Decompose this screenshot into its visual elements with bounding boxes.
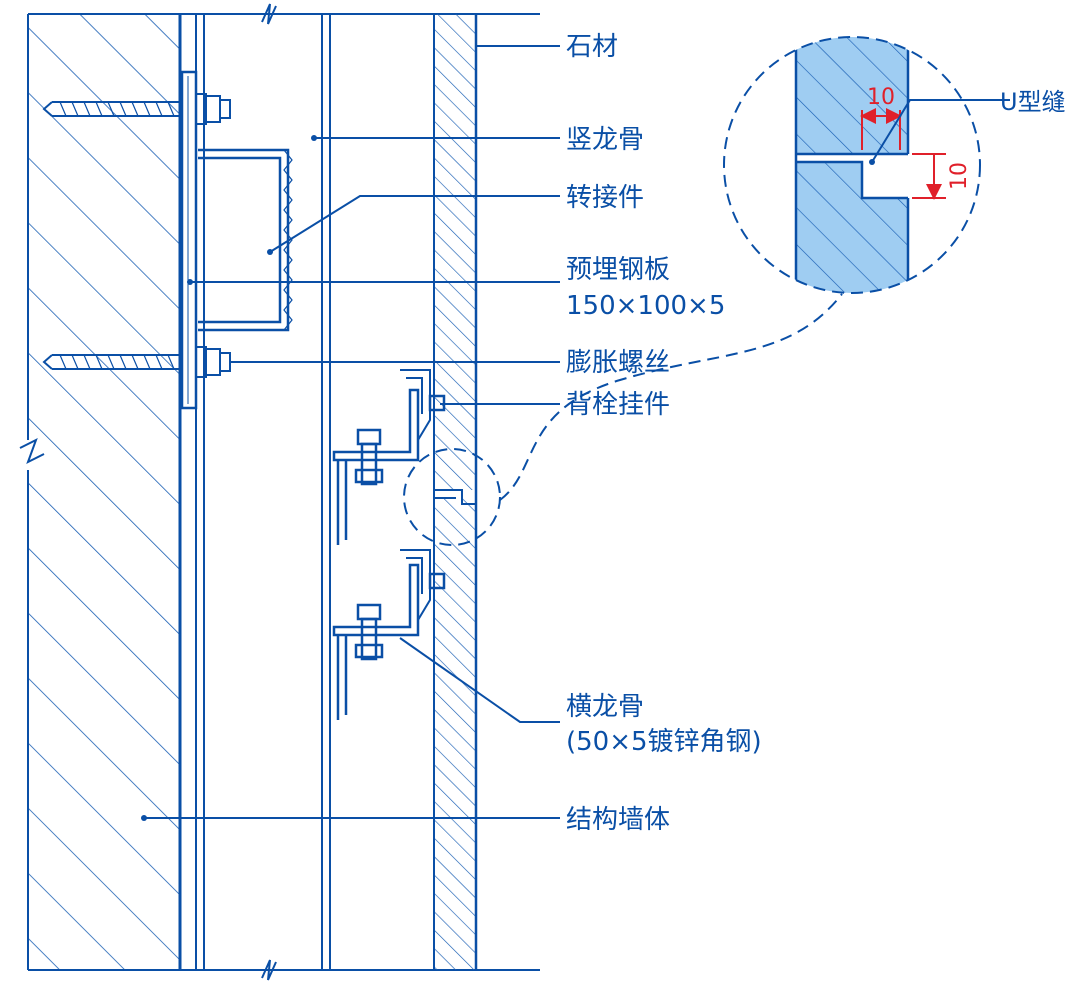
vertical-keel [195,14,331,970]
expansion-bolt-upper [42,93,231,125]
label-horizontal-keel-spec: (50×5镀锌角钢) [566,727,762,757]
label-stone: 石材 [566,32,618,62]
structural-wall [19,14,182,970]
label-embedded-plate-size: 150×100×5 [566,291,725,321]
detail-callout-connector [499,293,843,501]
dimension-joint-depth-label: 10 [947,162,972,190]
leader-dots [141,135,875,821]
label-horizontal-keel: 横龙骨 [566,692,644,722]
dimension-joint-depth [912,153,946,200]
label-vertical-keel: 竖龙骨 [566,125,644,155]
stone-panel [433,14,478,970]
horizontal-keel-lower [332,549,446,720]
label-u-joint: U型缝 [1000,88,1066,116]
horizontal-keel-upper [332,369,446,545]
u-joint-detail [723,36,981,294]
label-adapter: 转接件 [566,183,644,213]
adapter-channel [198,148,293,332]
embedded-steel-plate [180,70,198,410]
leader-lines [144,45,1010,819]
dimension-joint-width-label: 10 [867,85,895,110]
label-structural-wall: 结构墙体 [566,805,670,835]
label-embedded-plate: 预埋钢板 [566,255,670,285]
label-expansion-bolt: 膨胀螺丝 [566,348,670,378]
label-back-bolt-hanger: 背栓挂件 [566,390,670,420]
detail-callout-small [403,448,501,546]
expansion-bolt-lower [42,346,231,378]
